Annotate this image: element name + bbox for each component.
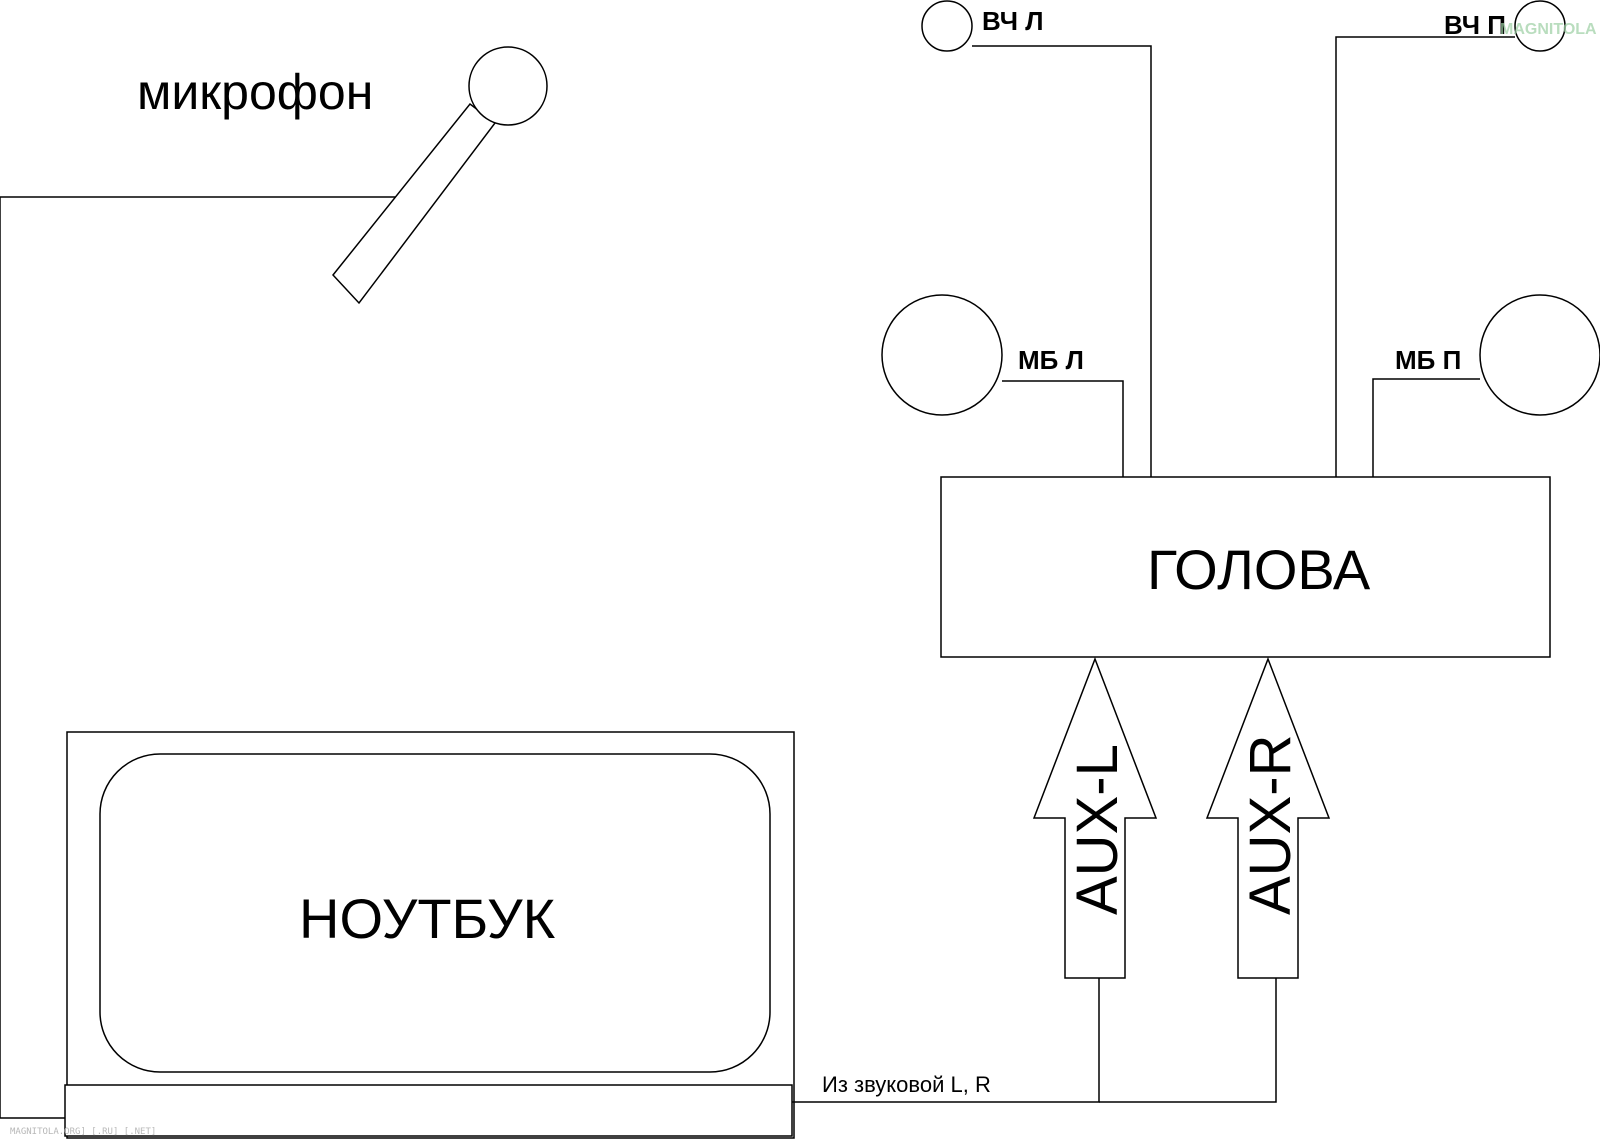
microphone-label: микрофон [137, 64, 373, 120]
tweeter-left-cable [972, 45, 1152, 477]
sound-card-label: Из звуковой L, R [822, 1072, 991, 1097]
laptop-screen [99, 753, 771, 1073]
aux-right-arrow [1205, 656, 1331, 979]
aux-left-arrow [1032, 656, 1158, 979]
sound-card-cable-right [1099, 978, 1277, 1103]
tweeter-right-cable [1335, 36, 1515, 477]
tweeter-left-icon [921, 0, 973, 52]
aux-right-label: AUX-R [1238, 735, 1303, 915]
midbass-left-cable [1002, 380, 1124, 477]
tweeter-right-icon [1514, 0, 1566, 52]
tweeter-right-label: ВЧ П [1444, 10, 1506, 40]
watermark-logo: MAGNITOLA [1500, 21, 1597, 38]
laptop-label: НОУТБУК [299, 887, 556, 950]
watermark-text: MAGNITOLA.ORG] [.RU] [.NET] [10, 1127, 156, 1137]
midbass-left-label: МБ Л [1018, 345, 1084, 375]
midbass-left-icon [881, 294, 1003, 416]
laptop-base [64, 1084, 793, 1137]
midbass-right-cable [1372, 378, 1480, 477]
head-unit-label: ГОЛОВА [1147, 538, 1371, 601]
tweeter-left-label: ВЧ Л [982, 6, 1044, 36]
microphone-cable [0, 196, 397, 1119]
aux-left-label: AUX-L [1065, 744, 1130, 915]
head-unit-box [940, 476, 1551, 658]
midbass-right-label: МБ П [1395, 345, 1461, 375]
midbass-right-icon [1479, 294, 1600, 416]
microphone-icon [332, 46, 548, 305]
